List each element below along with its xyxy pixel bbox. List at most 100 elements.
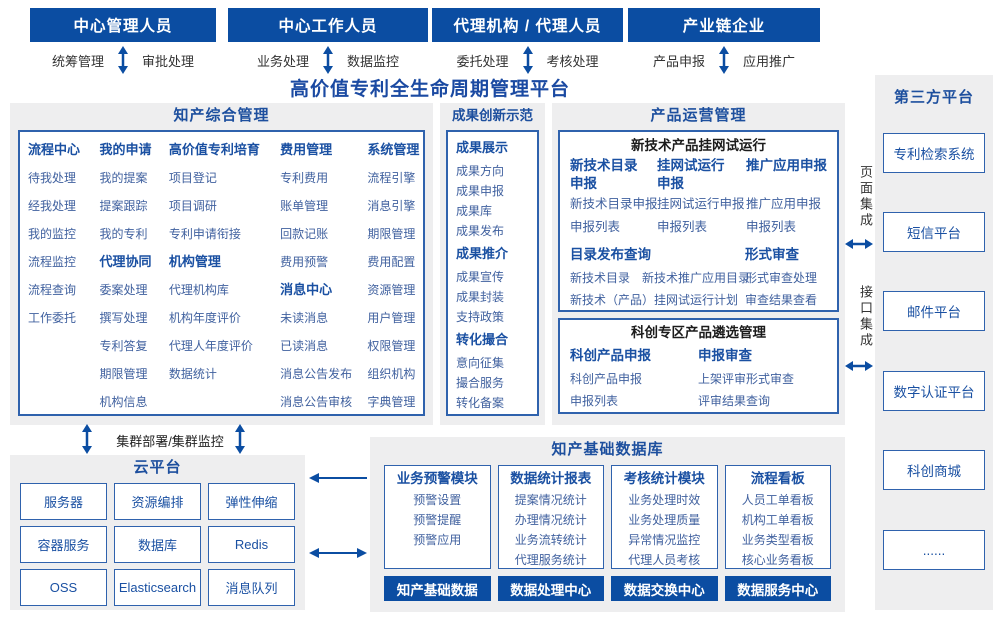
page-integration-label: 页面集成 <box>858 165 873 229</box>
group-header: 费用管理 <box>280 142 333 157</box>
db-module-warning: 业务预警模块 预警设置 预警提醒 预警应用 <box>384 465 491 569</box>
cluster-label: 集群部署/集群监控 <box>116 434 224 449</box>
db-center-item: 数据服务中心 <box>724 576 831 601</box>
menu-item: 流程查询 <box>28 283 77 297</box>
page-title: 高价值专利全生命周期管理平台 <box>289 79 570 100</box>
group-header: 目录发布查询 <box>570 247 651 262</box>
menu-item: 业务类型看板 <box>741 533 814 547</box>
double-arrow-vertical-icon <box>522 46 533 74</box>
menu-item: 未读消息 <box>280 311 329 325</box>
section-title: 产品运营管理 <box>650 107 747 124</box>
third-party-item: 数字认证平台 <box>883 371 985 411</box>
menu-item: 撰写处理 <box>99 311 148 325</box>
menu-item: 业务处理质量 <box>628 513 701 527</box>
cloud-grid: 服务器 资源编排 弹性伸缩 容器服务 数据库 Redis OSS Elastic… <box>20 483 295 606</box>
menu-item: 预警应用 <box>413 533 462 547</box>
menu-item: 申报列表 <box>746 220 797 234</box>
role-header-industry-chain: 产业链企业 <box>628 8 820 42</box>
formal-review-group: 形式审查 形式审查处理 审查结果查看 <box>745 243 827 310</box>
ipm-column-fee-management: 费用管理 专利费用 账单管理 回款记账 费用预警 消息中心 未读消息 已读消息 … <box>280 136 367 414</box>
catalog-query-group: 目录发布查询 新技术目录 新技术推广应用目录 新技术（产品）挂网试运行计划 <box>570 243 750 310</box>
role-actions-center-managers: 统筹管理 审批处理 <box>30 44 216 76</box>
menu-item: 机构工单看板 <box>741 513 814 527</box>
double-arrow-horizontal-icon <box>845 239 873 249</box>
menu-item: 新技术目录 <box>570 271 631 285</box>
menu-item: 我的提案 <box>99 171 148 185</box>
menu-item: 评审结果查询 <box>698 394 771 408</box>
group-header: 成果推介 <box>456 246 509 261</box>
menu-item: 权限管理 <box>367 339 416 353</box>
third-party-item: 短信平台 <box>883 212 985 252</box>
menu-item: 期限管理 <box>99 367 148 381</box>
menu-item: 费用配置 <box>367 255 416 269</box>
group-header: 考核统计模块 <box>623 471 705 486</box>
menu-item: 代理人员考核 <box>628 553 701 567</box>
menu-item: 账单管理 <box>280 199 329 213</box>
cloud-item: 服务器 <box>20 483 107 520</box>
third-party-item: 科创商城 <box>883 450 985 490</box>
double-arrow-vertical-icon <box>235 424 245 454</box>
achievement-box: 成果展示 成果方向 成果申报 成果库 成果发布 成果推介 成果宣传 成果封装 支… <box>446 130 539 416</box>
selection-column-declare: 科创产品申报 科创产品申报 申报列表 <box>570 344 698 412</box>
menu-item: 业务处理时效 <box>628 493 701 507</box>
ipm-column-my-applications: 我的申请 我的提案 提案跟踪 我的专利 代理协同 委案处理 撰写处理 专利答复 … <box>99 136 168 414</box>
menu-item: 挂网试运行申报 <box>657 197 745 211</box>
group-header: 业务预警模块 <box>396 471 478 486</box>
menu-item: 业务流转统计 <box>514 533 587 547</box>
role-action-label: 业务处理 <box>256 53 309 69</box>
panel-cloud: 云平台 服务器 资源编排 弹性伸缩 容器服务 数据库 Redis OSS Ela… <box>10 455 305 610</box>
db-module-statistics: 数据统计报表 提案情况统计 办理情况统计 业务流转统计 代理服务统计 <box>497 465 604 569</box>
menu-item: 成果方向 <box>456 164 505 178</box>
menu-item: 机构年度评价 <box>168 311 241 325</box>
menu-item: 数据统计 <box>168 367 217 381</box>
menu-item: 代理人年度评价 <box>168 339 253 353</box>
group-header: 我的申请 <box>99 142 152 157</box>
menu-item: 字典管理 <box>367 395 416 409</box>
menu-item: 代理机构库 <box>168 283 229 297</box>
third-party-item: ...... <box>883 530 985 570</box>
double-arrow-vertical-icon <box>719 46 729 74</box>
menu-item: 组织机构 <box>367 367 416 381</box>
menu-item: 委案处理 <box>99 283 148 297</box>
menu-item: 上架评审形式审查 <box>698 372 795 386</box>
menu-item: 资源管理 <box>367 283 416 297</box>
cloud-item: OSS <box>20 569 107 606</box>
menu-item: 申报列表 <box>570 394 619 408</box>
box-title: 新技术产品挂网试运行 <box>631 138 766 153</box>
role-actions-industry-chain: 产品申报 应用推广 <box>628 44 820 76</box>
trial-column-catalog-declare: 新技术目录申报 新技术目录申报 申报列表 <box>570 157 658 239</box>
menu-item: 成果申报 <box>456 184 505 198</box>
group-header: 形式审查 <box>745 247 799 262</box>
box-title: 科创专区产品遴选管理 <box>631 325 766 340</box>
trial-column-online-trial: 挂网试运行申报 挂网试运行申报 申报列表 <box>657 157 746 239</box>
menu-item: 项目登记 <box>168 171 217 185</box>
trial-bottom-row: 目录发布查询 新技术目录 新技术推广应用目录 新技术（产品）挂网试运行计划 形式… <box>570 243 827 310</box>
role-action-label: 应用推广 <box>743 53 796 69</box>
menu-item: 我的专利 <box>99 227 148 241</box>
menu-item: 核心业务看板 <box>741 553 814 567</box>
menu-item: 待我处理 <box>28 171 77 185</box>
menu-item: 已读消息 <box>280 339 329 353</box>
section-title: 知产基础数据库 <box>551 441 664 458</box>
menu-item: 审查结果查看 <box>745 293 818 307</box>
menu-item: 代理服务统计 <box>514 553 587 567</box>
db-center-item: 数据处理中心 <box>497 576 604 601</box>
group-header: 推广应用申报 <box>746 158 827 173</box>
menu-item: 专利答复 <box>99 339 148 353</box>
section-title: 知产综合管理 <box>173 107 270 124</box>
role-action-label: 产品申报 <box>652 53 705 69</box>
group-header: 流程中心 <box>28 142 81 157</box>
role-action-label: 委托处理 <box>456 53 509 69</box>
menu-item: 提案情况统计 <box>514 493 587 507</box>
panel-product-operations: 产品运营管理 新技术产品挂网试运行 新技术目录申报 新技术目录申报 申报列表 挂… <box>552 103 845 425</box>
menu-item: 成果发布 <box>456 224 505 238</box>
menu-item: 经我处理 <box>28 199 77 213</box>
ip-management-box: 流程中心 待我处理 经我处理 我的监控 流程监控 流程查询 工作委托 我的申请 … <box>18 130 425 416</box>
panel-ip-management: 知产综合管理 流程中心 待我处理 经我处理 我的监控 流程监控 流程查询 工作委… <box>10 103 433 425</box>
group-header: 机构管理 <box>168 254 221 269</box>
group-header: 代理协同 <box>99 254 152 269</box>
menu-item: 期限管理 <box>367 227 416 241</box>
role-action-label: 考核处理 <box>546 53 599 69</box>
menu-item: 意向征集 <box>456 356 505 370</box>
panel-third-party: 第三方平台 专利检索系统 短信平台 邮件平台 数字认证平台 科创商城 .....… <box>875 75 993 610</box>
